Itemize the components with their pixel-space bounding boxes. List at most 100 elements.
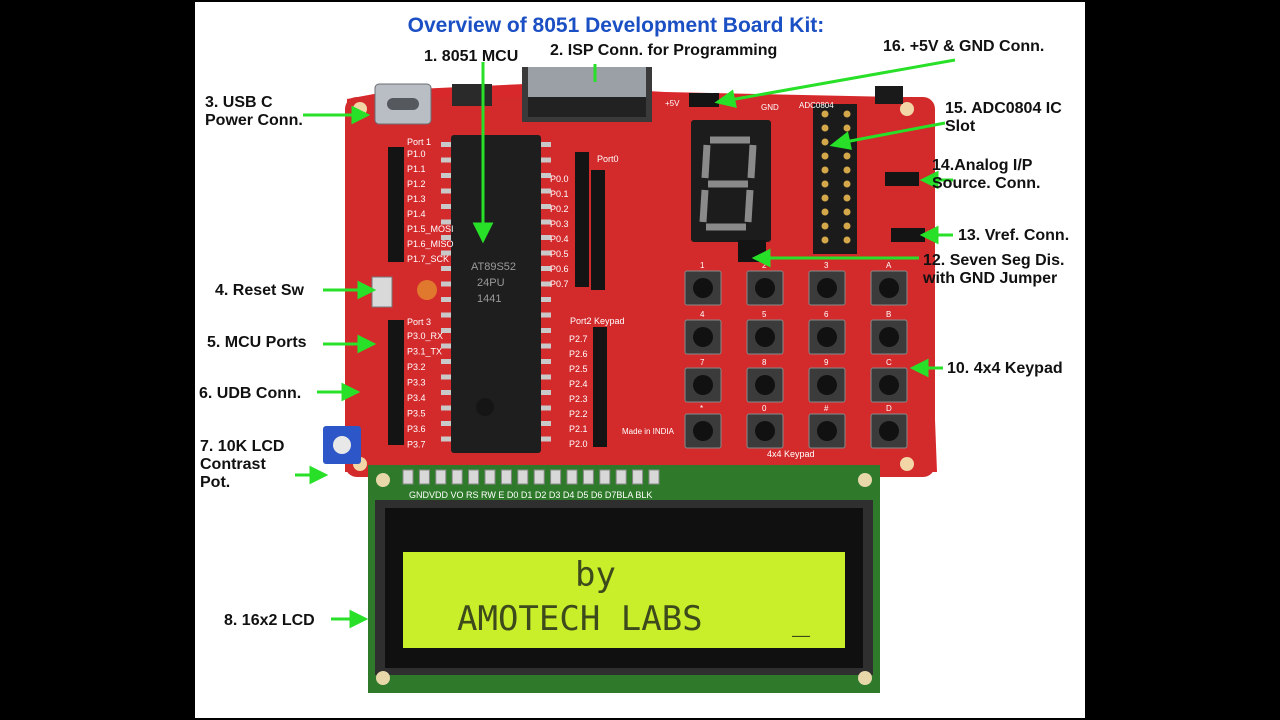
callout-mcu-ports: 5. MCU Ports [207, 334, 307, 351]
port1-pin-label: P1.2 [407, 179, 426, 189]
lcd-line-1: by [575, 555, 616, 595]
port2-pin-label: P2.5 [569, 364, 588, 374]
figure-title: Overview of 8051 Development Board Kit: [407, 14, 825, 37]
port0-pin-label: P0.1 [550, 189, 569, 199]
port2-pin-label: P2.7 [569, 334, 588, 344]
port0-pin-label: P0.7 [550, 279, 569, 289]
keypad-button-3: 3 [808, 261, 846, 306]
port2-pin-label: P2.4 [569, 379, 588, 389]
svg-text:1441: 1441 [477, 293, 501, 305]
svg-text:5: 5 [762, 310, 767, 319]
lcd-screen [403, 552, 845, 648]
callout-udb-conn: 6. UDB Conn. [199, 385, 302, 402]
port1-pin-label: P1.5_MOSI [407, 224, 454, 234]
port1-pin-label: P1.7_SCK [407, 254, 449, 264]
port3-pin-label: P3.5 [407, 409, 426, 419]
port3-pin-label: P3.0_RX [407, 331, 443, 341]
svg-text:B: B [886, 310, 891, 319]
keypad-button-4: 4 [684, 310, 722, 355]
port2-pin-label: P2.1 [569, 424, 588, 434]
callout-16x2-lcd: 8. 16x2 LCD [224, 612, 315, 629]
port2-label: Port2 Keypad [570, 316, 625, 326]
keypad-button-9: 9 [808, 358, 846, 403]
svg-text:A: A [886, 261, 892, 270]
callout-analog-input: 14.Analog I/P Source. Conn. [932, 157, 1041, 192]
svg-text:AT89S52: AT89S52 [471, 261, 516, 273]
keypad-button-B: B [870, 310, 908, 355]
keypad-button-A: A [870, 261, 908, 306]
port3-pin-label: P3.7 [407, 440, 426, 450]
svg-text:*: * [700, 404, 703, 413]
keypad-button-5: 5 [746, 310, 784, 355]
lcd-line-2: AMOTECH LABS [457, 599, 703, 639]
port1-header [388, 147, 404, 262]
figure-panel: Overview of 8051 Development Board Kit: … [195, 2, 1085, 718]
port0-pin-label: P0.4 [550, 234, 569, 244]
port3-pin-label: P3.2 [407, 362, 426, 372]
svg-text:1: 1 [700, 261, 705, 270]
svg-text:4: 4 [700, 310, 705, 319]
callout-adc0804: 15. ADC0804 IC Slot [945, 100, 1062, 135]
svg-text:24PU: 24PU [477, 277, 505, 289]
port0-label: Port0 [597, 154, 619, 164]
svg-text:+5V: +5V [665, 99, 680, 108]
callout-power-gnd: 16. +5V & GND Conn. [883, 38, 1045, 55]
keypad-button-0: 0 [746, 404, 784, 449]
keypad-button-#: # [808, 404, 846, 449]
analog-input-connector [885, 172, 919, 186]
port1-pin-label: P1.0 [407, 149, 426, 159]
svg-text:9: 9 [824, 358, 829, 367]
port2-pin-label: P2.3 [569, 394, 588, 404]
port1-pin-label: P1.1 [407, 164, 426, 174]
keypad-button-8: 8 [746, 358, 784, 403]
port2-pin-label: P2.6 [569, 349, 588, 359]
callout-seven-seg: 12. Seven Seg Dis. with GND Jumper [923, 252, 1065, 287]
svg-text:6: 6 [824, 310, 829, 319]
callout-8051-mcu: 1. 8051 MCU [424, 48, 519, 65]
keypad-button-1: 1 [684, 261, 722, 306]
adc0804-slot [813, 104, 857, 254]
callout-isp-conn: 2. ISP Conn. for Programming [550, 42, 778, 59]
port0-pin-label: P0.3 [550, 219, 569, 229]
port1-pin-label: P1.6_MISO [407, 239, 454, 249]
port0-header [575, 152, 589, 287]
callout-usb-c: 3. USB C Power Conn. [205, 94, 303, 129]
keypad-button-*: * [684, 404, 722, 449]
made-in-text: Made in INDIA [622, 427, 675, 436]
svg-text:7: 7 [700, 358, 705, 367]
svg-text:2: 2 [762, 261, 767, 270]
keypad-button-D: D [870, 404, 908, 449]
vref-connector [891, 228, 925, 242]
lcd-cursor: _ [792, 603, 811, 638]
port1-pin-label: P1.3 [407, 194, 426, 204]
svg-text:D: D [886, 404, 892, 413]
port2-pin-label: P2.2 [569, 409, 588, 419]
callout-keypad: 10. 4x4 Keypad [947, 360, 1063, 377]
port0-pin-label: P0.0 [550, 174, 569, 184]
port1-label: Port 1 [407, 137, 431, 147]
svg-text:3: 3 [824, 261, 829, 270]
port0-pin-label: P0.5 [550, 249, 569, 259]
keypad-button-7: 7 [684, 358, 722, 403]
port3-header [388, 320, 404, 445]
port1-pin-label: P1.4 [407, 209, 426, 219]
board-illustration: AT89S52 24PU 1441 P1.0P1.1P1.2P1.3P1.4P1… [295, 58, 956, 693]
port0-pin-label: P0.6 [550, 264, 569, 274]
port3-pin-label: P3.6 [407, 424, 426, 434]
svg-text:0: 0 [762, 404, 767, 413]
port3-pin-label: P3.1_TX [407, 347, 442, 357]
port3-pin-label: P3.3 [407, 378, 426, 388]
mcu-chip [451, 135, 541, 453]
port0-pin-label: P0.2 [550, 204, 569, 214]
svg-text:#: # [824, 404, 829, 413]
power-connector [689, 93, 719, 107]
callout-arrows [295, 58, 956, 629]
keypad-button-2: 2 [746, 261, 784, 306]
port3-pin-label: P3.4 [407, 393, 426, 403]
svg-text:8: 8 [762, 358, 767, 367]
keypad-label: 4x4 Keypad [767, 449, 815, 459]
callout-vref: 13. Vref. Conn. [958, 227, 1070, 244]
svg-text:ADC0804: ADC0804 [799, 101, 834, 110]
port2-pin-label: P2.0 [569, 439, 588, 449]
svg-text:GND: GND [761, 103, 779, 112]
